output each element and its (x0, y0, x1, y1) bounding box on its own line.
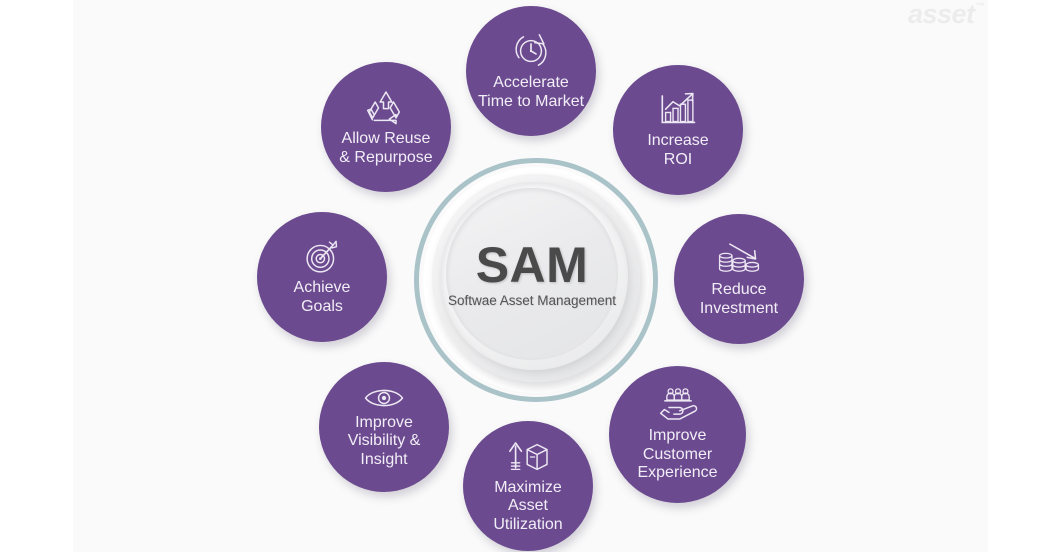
clock-icon (511, 31, 551, 71)
hub-disc-inner: SAM Softwae Asset Management (446, 188, 618, 360)
central-hub: SAM Softwae Asset Management (414, 158, 658, 402)
node-label: Improve Customer Experience (637, 427, 718, 482)
box-up-arrow-icon (505, 438, 551, 476)
node-allow-reuse-repurpose[interactable]: Allow Reuse & Repurpose (321, 62, 451, 192)
target-icon (303, 238, 341, 276)
node-achieve-goals[interactable]: Achieve Goals (257, 212, 387, 342)
node-increase-roi[interactable]: Increase ROI (613, 65, 743, 195)
node-label: Accelerate Time to Market (477, 73, 585, 110)
node-reduce-investment[interactable]: Reduce Investment (674, 214, 804, 344)
node-improve-visibility-insight[interactable]: Improve Visibility & Insight (319, 362, 449, 492)
node-label: Increase ROI (647, 131, 709, 168)
node-label: Reduce Investment (699, 280, 779, 317)
hub-subtitle: Softwae Asset Management (447, 293, 617, 308)
node-label: Maximize Asset Utilization (493, 478, 563, 533)
coins-down-arrow-icon (716, 240, 762, 278)
node-label: Achieve Goals (293, 278, 351, 315)
node-label: Improve Visibility & Insight (347, 413, 421, 468)
node-maximize-asset-utilization[interactable]: Maximize Asset Utilization (463, 421, 593, 551)
node-improve-customer-experience[interactable]: Improve Customer Experience (609, 366, 746, 503)
recycle-icon (364, 87, 408, 127)
hand-people-icon (656, 386, 700, 424)
watermark-text: asset (907, 0, 975, 29)
hub-title: SAM (475, 237, 589, 293)
node-label: Allow Reuse & Repurpose (339, 129, 433, 166)
node-accelerate-time-to-market[interactable]: Accelerate Time to Market (466, 6, 596, 136)
asset-watermark: asset ™ (907, 0, 985, 29)
watermark-superscript: ™ (975, 1, 985, 11)
hub-teal-ring (414, 158, 658, 402)
eye-icon (363, 385, 405, 411)
bar-chart-up-icon (658, 91, 698, 129)
